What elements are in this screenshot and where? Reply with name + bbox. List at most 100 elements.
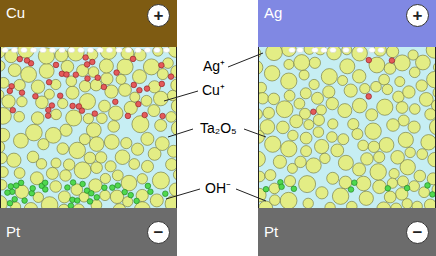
oxide-grain: [328, 119, 338, 129]
oxide-grain: [338, 104, 352, 118]
hydroxide-ion: [65, 185, 71, 191]
oxide-grain: [313, 114, 324, 125]
cu-ion: [17, 56, 23, 62]
top-electrode: Ag+: [258, 0, 436, 47]
oxide-grain: [394, 55, 410, 71]
cu-ion: [7, 88, 13, 94]
cu-ion: [46, 107, 52, 113]
oxide-grain: [368, 141, 379, 152]
polarity-symbol: −: [154, 224, 164, 241]
oxide-grain: [320, 153, 330, 163]
cu-ion: [73, 72, 79, 78]
oxide-grain: [141, 132, 154, 145]
oxide-grain: [365, 123, 381, 139]
cu-ion: [144, 86, 150, 92]
cu-ion: [159, 81, 165, 87]
oxide-grain: [152, 172, 169, 189]
oxide-grain: [258, 82, 267, 93]
oxide-grain: [155, 119, 167, 131]
cu-ion: [76, 104, 82, 110]
polarity-sign: +: [147, 4, 170, 27]
callout-label: Ta₂O₅: [199, 120, 238, 136]
oxide-grain: [168, 145, 178, 157]
oxide-grain: [342, 47, 352, 55]
metal-atom: [154, 47, 161, 52]
oxide-grain: [105, 161, 116, 172]
oxide-grain: [60, 170, 71, 181]
oxide-grain: [387, 47, 399, 58]
cu-ion: [366, 94, 372, 100]
metal-atom: [369, 47, 376, 52]
cu-ion: [46, 79, 52, 85]
polarity-symbol: −: [413, 224, 423, 241]
metal-atom: [343, 47, 350, 52]
cu-ion: [19, 90, 25, 96]
oxide-grain: [353, 70, 366, 83]
oxide-grain: [79, 80, 91, 92]
hydroxide-ion: [89, 191, 95, 197]
top-electrode: Cu+: [0, 0, 177, 47]
bottom-electrode: Pt−: [0, 208, 177, 256]
oxide-grain: [108, 121, 120, 133]
hydroxide-ion: [87, 199, 93, 205]
oxide-grain: [50, 181, 62, 193]
cu-ion: [168, 74, 174, 80]
metal-atom: [321, 47, 328, 52]
oxide-grain: [282, 47, 297, 57]
cell-outline: [259, 1, 436, 256]
metal-atom: [30, 47, 37, 52]
oxide-grain: [258, 93, 268, 104]
hydroxide-ion: [110, 185, 116, 191]
cu-ion: [113, 99, 119, 105]
callout-label: OH⁻: [204, 180, 232, 196]
leader-line: [168, 129, 193, 137]
hydroxide-ion: [8, 184, 14, 190]
hydroxide-ion: [348, 187, 354, 193]
metal-atom: [357, 47, 364, 52]
metal-atom: [2, 47, 9, 52]
oxide-grain: [265, 136, 281, 152]
oxide-grain: [387, 119, 400, 132]
oxide-grain: [309, 57, 320, 68]
oxide-grain: [277, 121, 290, 134]
cu-ion: [131, 82, 137, 88]
oxide-grain: [14, 133, 29, 148]
hydroxide-ion: [13, 183, 19, 189]
bottom-electrode: Pt−: [258, 208, 436, 256]
oxide-grain: [356, 176, 371, 191]
leader-line: [166, 189, 200, 199]
oxide-grain: [295, 156, 306, 167]
oxide-grain: [408, 121, 420, 133]
oxide-grain: [348, 119, 359, 130]
oxide-grain: [419, 93, 433, 107]
hydroxide-ion: [263, 186, 269, 192]
oxide-grain: [258, 151, 265, 167]
oxide-grain: [0, 108, 11, 125]
oxide-grain: [352, 129, 363, 140]
cu-ion: [33, 94, 39, 100]
oxide-grain: [99, 100, 111, 112]
oxide-grain: [294, 98, 305, 109]
leader-line: [228, 53, 263, 67]
oxide-grain: [79, 134, 90, 145]
metal-atom: [378, 47, 385, 52]
oxide-grain: [344, 84, 357, 97]
oxide-grain: [83, 114, 93, 124]
oxide-grain: [153, 47, 163, 56]
metal-atom: [106, 47, 113, 52]
oxide-grain: [276, 101, 293, 118]
oxide-grain: [7, 153, 21, 167]
metal-atom: [163, 47, 170, 52]
oxide-grain: [63, 159, 74, 170]
cell-outline: [1, 1, 177, 256]
oxide-grain: [433, 62, 436, 72]
oxide-grain: [281, 141, 297, 157]
oxide-grain: [121, 175, 137, 191]
hydroxide-ion: [94, 195, 100, 201]
hydroxide-ion: [102, 185, 108, 191]
oxide-grain: [299, 176, 316, 193]
oxide-grain: [154, 91, 169, 106]
hydroxide-ion: [115, 183, 121, 189]
oxide-grain: [143, 59, 159, 75]
callout-label: Ag⁺: [202, 58, 226, 74]
